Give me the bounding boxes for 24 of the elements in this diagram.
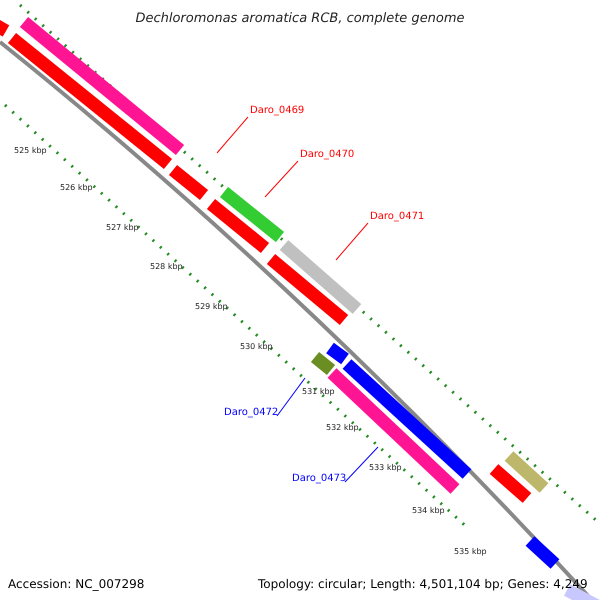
- position-label: 530 kbp: [240, 341, 273, 353]
- position-label: 535 kbp: [454, 546, 487, 558]
- position-label: 533 kbp: [369, 462, 402, 474]
- position-label: 529 kbp: [195, 301, 228, 313]
- position-label: 525 kbp: [14, 145, 47, 157]
- gene-label: Daro_0473: [292, 474, 346, 484]
- leader-line: [336, 222, 368, 260]
- gene-label: Daro_0470: [300, 150, 354, 160]
- gene-label: Daro_0471: [370, 212, 424, 222]
- footer-text: Topology: circular; Length: 4,501,104 bp; Genes: 4,249: [258, 576, 588, 593]
- leader-line: [264, 160, 298, 198]
- position-label: 531 kbp: [302, 386, 335, 398]
- leader-line: [216, 116, 248, 154]
- position-label: 534 kbp: [412, 505, 445, 517]
- title: Dechloromonas aromatica RCB, complete genome: [135, 10, 465, 28]
- leader-line: [344, 446, 378, 482]
- position-label: 526 kbp: [60, 182, 93, 194]
- position-label: 528 kbp: [150, 261, 183, 273]
- gene-label: Daro_0469: [250, 106, 304, 116]
- gene-label: Daro_0472: [224, 408, 278, 418]
- position-label: 532 kbp: [326, 422, 359, 434]
- footer-text: Accession: NC_007298: [8, 576, 144, 593]
- position-label: 527 kbp: [106, 222, 139, 234]
- leader-line: [276, 378, 306, 416]
